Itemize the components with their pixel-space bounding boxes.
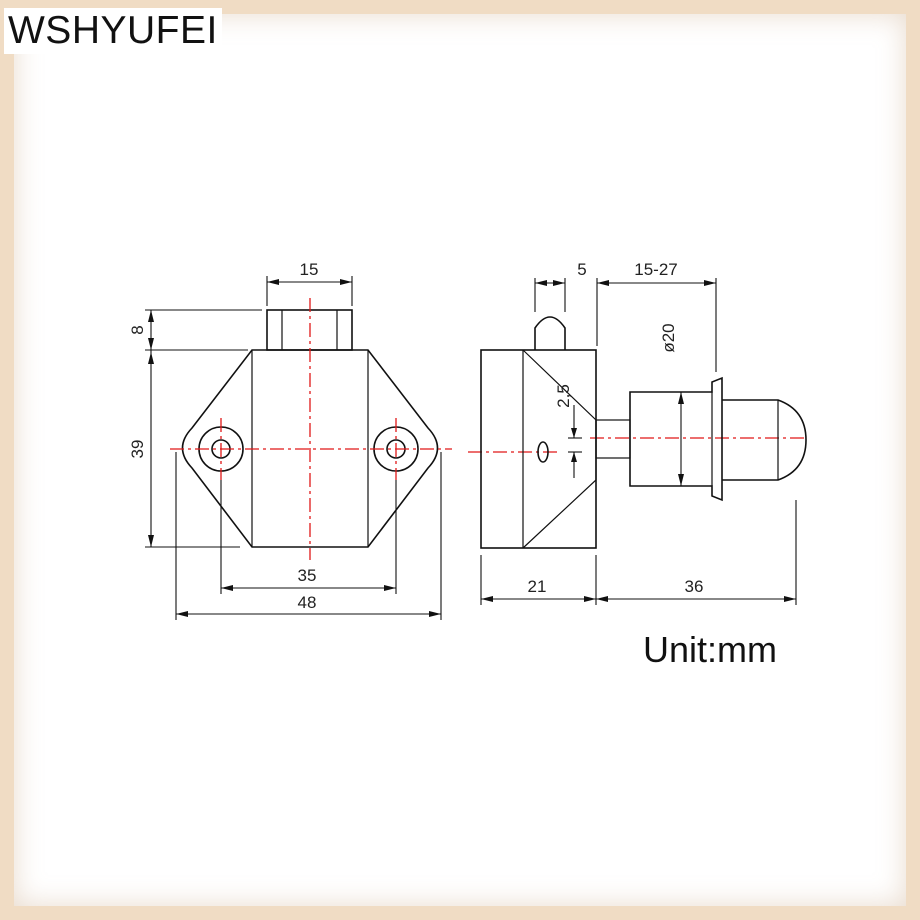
dim-overall-width: 48 (298, 593, 317, 612)
dimension-arrows (148, 279, 796, 617)
dim-plunger-length: 36 (685, 577, 704, 596)
unit-label: Unit:mm (643, 629, 777, 670)
dim-hole-spacing: 35 (298, 566, 317, 585)
dim-offset: 2,5 (554, 384, 573, 408)
centerlines (170, 298, 808, 560)
side-view (480, 316, 807, 549)
latch-pin (534, 316, 566, 350)
plunger-tip (722, 399, 807, 481)
dim-top-width: 15 (300, 260, 319, 279)
plunger-sleeve (629, 376, 723, 502)
dim-height: 39 (128, 440, 147, 459)
brand-watermark: WSHYUFEI (4, 8, 222, 54)
dim-top-height: 8 (128, 325, 147, 334)
dim-adjust-range: 15-27 (634, 260, 677, 279)
dim-pin-width: 5 (577, 260, 586, 279)
dim-body-depth: 21 (528, 577, 547, 596)
dim-diameter: ø20 (659, 323, 678, 352)
side-slot (537, 441, 549, 463)
